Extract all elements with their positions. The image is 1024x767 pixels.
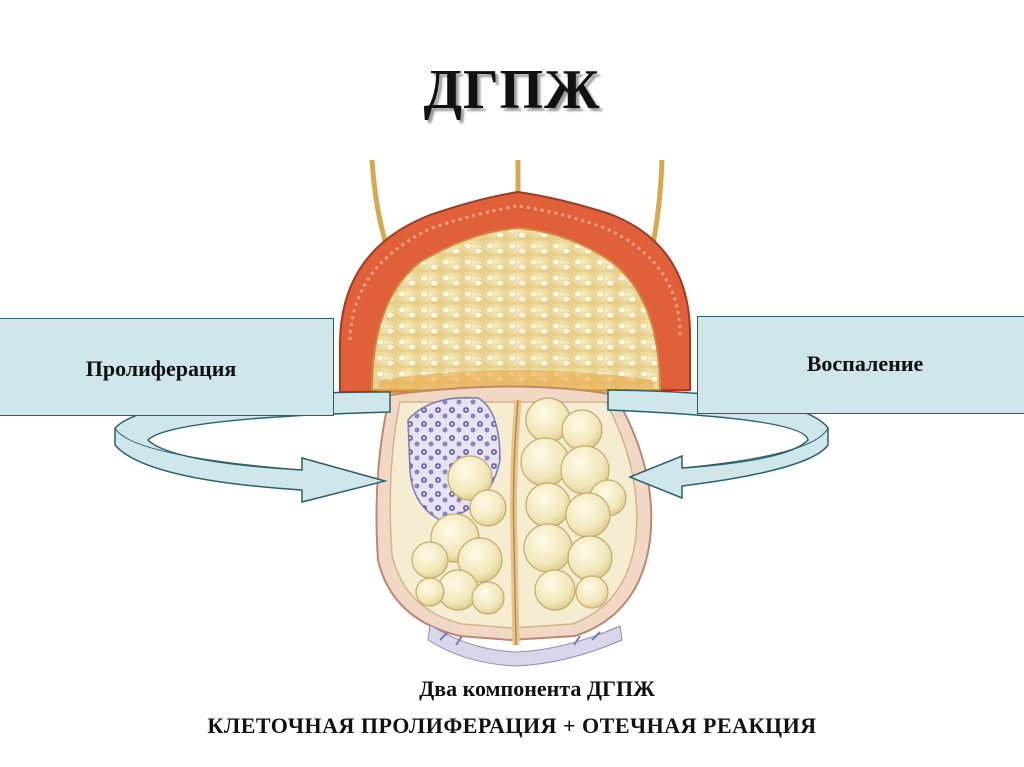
label-inflammation: Воспаление <box>697 316 1024 414</box>
label-proliferation-text: Пролиферация <box>85 356 237 381</box>
label-inflammation-text: Воспаление <box>806 351 924 376</box>
label-proliferation: Пролиферация <box>0 318 334 416</box>
caption-formula: КЛЕТОЧНАЯ ПРОЛИФЕРАЦИЯ + ОТЕЧНАЯ РЕАКЦИЯ <box>207 713 817 738</box>
slide-title: ДГПЖ <box>423 59 601 121</box>
caption-components: Два компонента ДГПЖ <box>419 676 655 701</box>
